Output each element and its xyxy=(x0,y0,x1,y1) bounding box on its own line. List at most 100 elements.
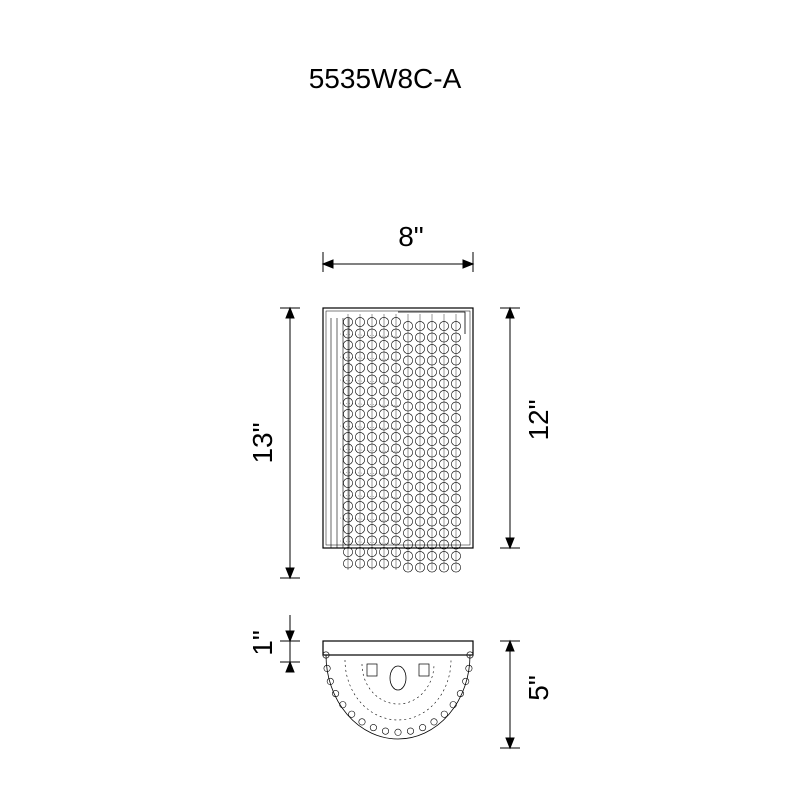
crystal-bead xyxy=(343,501,353,511)
crystal-bead xyxy=(391,501,401,511)
crystal-bead xyxy=(427,401,437,412)
crystal-bead xyxy=(427,528,437,538)
backplate-outline xyxy=(322,307,474,549)
crystal-bead xyxy=(355,501,365,511)
crystal-bead xyxy=(403,505,413,515)
crystal-bead xyxy=(415,321,425,331)
crystal-bead xyxy=(439,482,449,492)
crystal-bead xyxy=(427,470,437,481)
crystal-bead xyxy=(403,470,413,481)
crystal-bead xyxy=(439,344,449,354)
crystal-bead xyxy=(355,317,365,327)
top-crystal-bead xyxy=(440,710,448,718)
projection-label: 5" xyxy=(523,675,554,701)
crystal-bead xyxy=(367,466,377,477)
crystal-bead xyxy=(367,397,377,408)
crystal-bead xyxy=(391,363,401,373)
crystal-bead xyxy=(403,539,413,550)
crystal-bead xyxy=(439,459,449,469)
crystal-bead xyxy=(355,432,365,442)
backplate-depth-dimension xyxy=(280,615,300,673)
crystal-bead xyxy=(379,547,389,557)
crystal-bead xyxy=(367,409,377,419)
crystal-bead xyxy=(367,524,377,534)
crystal-bead xyxy=(403,413,413,423)
crystal-bead xyxy=(415,332,425,343)
strand-hatch xyxy=(339,517,401,522)
crystal-bead xyxy=(391,328,401,339)
crystal-bead xyxy=(439,321,449,331)
crystal-bead xyxy=(379,489,389,500)
crystal-bead xyxy=(427,367,437,377)
crystal-bead xyxy=(391,466,401,477)
crystal-bead xyxy=(439,516,449,527)
crystal-bead xyxy=(415,390,425,400)
top-crystal-bead xyxy=(430,718,438,726)
crystal-bead xyxy=(391,535,401,546)
crystal-bead xyxy=(343,466,353,477)
crystal-bead xyxy=(403,482,413,492)
crystal-bead xyxy=(343,432,353,442)
crystal-bead xyxy=(415,551,425,561)
top-view-crystals xyxy=(322,651,474,736)
crystal-bead xyxy=(439,447,449,458)
crystal-bead xyxy=(451,424,461,435)
crystal-bead xyxy=(451,539,461,550)
crystal-bead xyxy=(451,459,461,469)
crystal-bead xyxy=(391,409,401,419)
crystal-bead xyxy=(427,413,437,423)
crystal-bead xyxy=(415,436,425,446)
crystal-bead xyxy=(343,340,353,350)
crystal-bead xyxy=(451,493,461,504)
crystal-bead xyxy=(391,317,401,327)
crystal-bead xyxy=(391,524,401,534)
crystal-bead xyxy=(391,397,401,408)
crystal-bead xyxy=(403,390,413,400)
body-height-dimension xyxy=(500,306,520,550)
crystal-bead xyxy=(439,332,449,343)
crystal-bead xyxy=(451,562,461,573)
strand-hatch xyxy=(339,333,401,338)
crystal-bead xyxy=(355,478,365,488)
strand-hatch xyxy=(339,379,401,384)
crystal-bead xyxy=(427,436,437,446)
crystal-bead xyxy=(355,328,365,339)
crystal-bead xyxy=(343,512,353,523)
crystal-bead xyxy=(343,547,353,557)
crystal-bead xyxy=(403,367,413,377)
crystal-bead xyxy=(355,455,365,465)
crystal-bead xyxy=(391,374,401,385)
crystal-bead xyxy=(439,551,449,561)
crystal-bead xyxy=(403,344,413,354)
crystal-bead xyxy=(343,420,353,431)
crystal-bead xyxy=(379,328,389,339)
crystal-bead xyxy=(355,524,365,534)
top-crystal-bead xyxy=(394,728,402,736)
width-label: 8" xyxy=(398,221,424,252)
crystal-bead xyxy=(367,558,377,569)
crystal-bead xyxy=(391,420,401,431)
crystal-bead xyxy=(379,351,389,362)
crystal-bead xyxy=(427,378,437,389)
crystal-bead xyxy=(439,424,449,435)
strand-hatch xyxy=(339,448,401,453)
crystal-bead xyxy=(391,386,401,396)
top-crystal-bead xyxy=(449,701,457,709)
crystal-bead xyxy=(415,516,425,527)
crystal-bead xyxy=(367,512,377,523)
strand-hatch xyxy=(339,471,401,476)
crystal-bead xyxy=(415,482,425,492)
crystal-bead xyxy=(427,424,437,435)
crystal-bead xyxy=(379,317,389,327)
crystal-bead xyxy=(367,478,377,488)
crystal-bead xyxy=(355,351,365,362)
crystal-bead xyxy=(367,547,377,557)
crystal-bead xyxy=(343,558,353,569)
crystal-bead xyxy=(355,386,365,396)
crystal-bead xyxy=(355,489,365,500)
crystal-bead xyxy=(415,344,425,354)
crystal-bead xyxy=(343,535,353,546)
crystal-bead xyxy=(403,436,413,446)
inner-crystal-arc xyxy=(344,659,452,721)
overall-height-label: 13" xyxy=(247,422,278,463)
